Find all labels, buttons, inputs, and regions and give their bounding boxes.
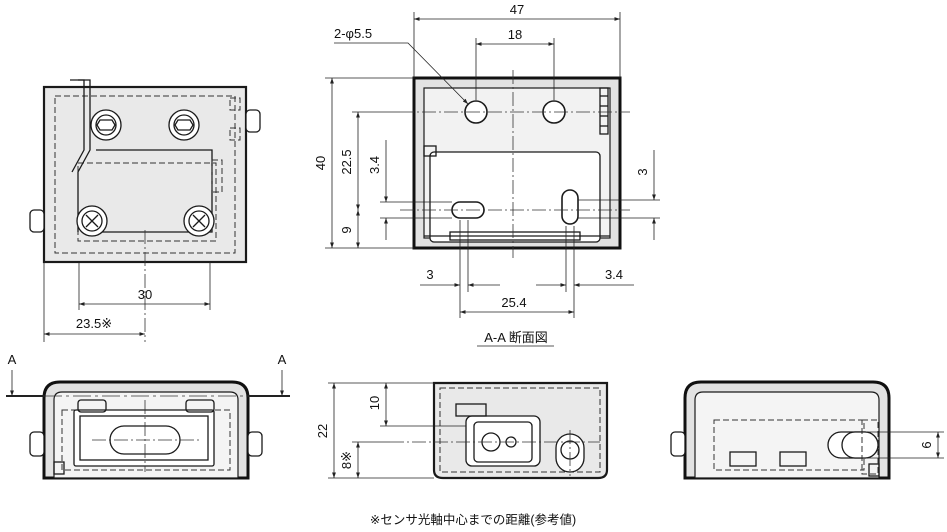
dim-slot-height-small: 3.4 [367,156,382,174]
dim-rear-window-height: 6 [919,441,934,448]
dim-slot-pitch: 25.4 [501,295,526,310]
dim-height-holes: 22.5 [339,149,354,174]
front-view: A A [6,352,290,480]
section-marker-left: A [8,352,17,367]
section-marker-right: A [278,352,287,367]
dim-side-axis-height: 8※ [339,451,354,469]
screw-icon [90,109,122,141]
dim-slot-height-bottom: 9 [339,226,354,233]
dim-sensor-axis-offset: 23.5※ [76,316,112,331]
dim-hole-spec: 2-φ5.5 [334,26,372,41]
dim-right-slot-offset: 3 [635,168,650,175]
dim-slot-width-left: 3 [426,267,433,282]
screw-icon [168,109,200,141]
dim-side-top-offset: 10 [367,396,382,410]
top-view: 30 23.5※ [29,79,261,342]
slot-vertical [561,189,579,225]
rear-view: 6 [670,380,944,480]
dim-top-width: 47 [510,2,524,17]
dim-slot-width-right: 3.4 [605,267,623,282]
dim-side-height-total: 22 [315,424,330,438]
section-view: 2-φ5.5 47 18 40 22.5 3.4 9 3 [313,2,660,347]
footnote: ※センサ光軸中心までの距離(参考値) [370,512,576,527]
dim-front-mount-pitch: 30 [138,287,152,302]
side-view: 22 10 8※ [315,381,609,480]
dim-height-total: 40 [313,156,328,170]
dim-hole-pitch: 18 [508,27,522,42]
screw-icon [76,205,108,237]
section-title: A-A 断面図 [484,330,548,345]
screw-icon [183,205,215,237]
